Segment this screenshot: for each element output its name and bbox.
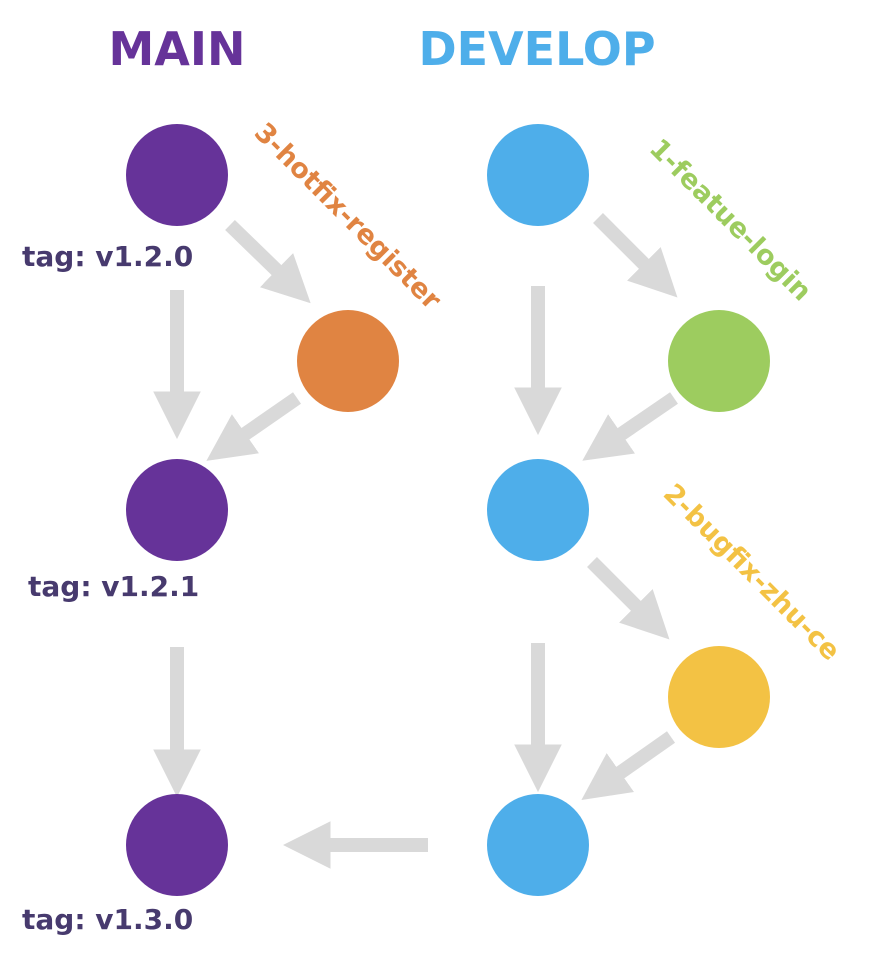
develop-commit-3 <box>487 794 589 896</box>
main-commit-3 <box>126 794 228 896</box>
arrow-hotfix-to-main <box>206 392 301 461</box>
arrows <box>153 213 678 869</box>
hotfix-branch-label: 3-hotfix-register <box>248 117 447 316</box>
arrow-bugfix-to-dev <box>581 731 676 800</box>
arrow-main-to-hotfix <box>225 219 311 304</box>
develop-commit-1 <box>487 124 589 226</box>
bugfix-commit <box>668 646 770 748</box>
develop-commit-2 <box>487 459 589 561</box>
main-commit-2 <box>126 459 228 561</box>
tag-label-3: tag: v1.3.0 <box>22 903 193 936</box>
arrow-feature-to-dev <box>582 392 678 461</box>
main-title: MAIN <box>109 22 246 76</box>
hotfix-commit <box>297 310 399 412</box>
arrow-dev-to-feature <box>593 213 678 298</box>
feature-branch-label: 1-featue-login <box>643 133 817 307</box>
develop-title: DEVELOP <box>418 22 655 76</box>
bugfix-branch-label: 2-bugfix-zhu-ce <box>657 478 846 667</box>
arrow-dev-to-bugfix <box>587 557 670 640</box>
tag-label-1: tag: v1.2.0 <box>22 240 193 273</box>
tag-label-2: tag: v1.2.1 <box>28 570 199 603</box>
feature-commit <box>668 310 770 412</box>
main-commit-1 <box>126 124 228 226</box>
